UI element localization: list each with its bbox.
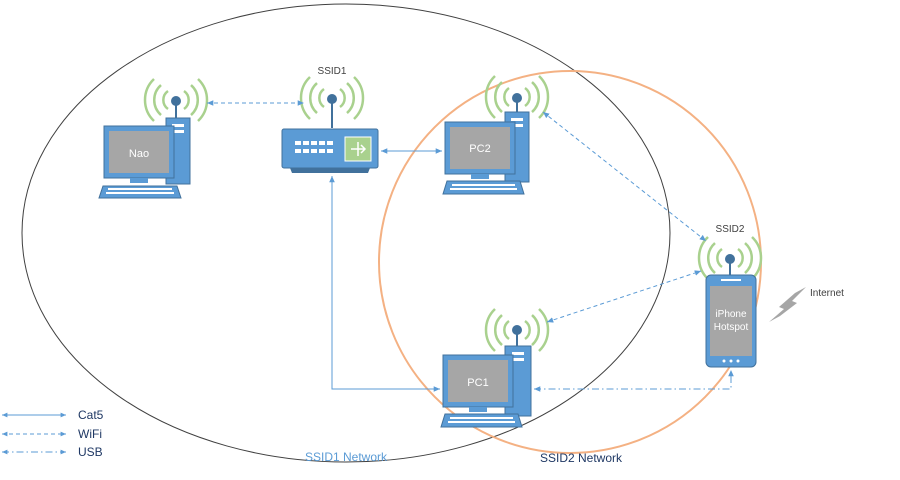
legend: Cat5 WiFi USB bbox=[2, 408, 104, 459]
wifi-link-pc2-iphone bbox=[542, 111, 707, 242]
iphone-label-line1: iPhone bbox=[715, 309, 747, 320]
pc1-label: PC1 bbox=[467, 377, 488, 389]
pc2-label: PC2 bbox=[469, 143, 490, 155]
nao-computer: Nao bbox=[98, 78, 209, 199]
wifi-icon bbox=[143, 78, 209, 122]
nao-label: Nao bbox=[129, 148, 149, 160]
nao-screen bbox=[109, 131, 169, 173]
wifi-icon bbox=[484, 75, 550, 119]
cat5-link-router-pc1 bbox=[329, 176, 440, 392]
internet-label: Internet bbox=[810, 288, 844, 299]
usb-link-pc1-iphone bbox=[534, 370, 734, 392]
ssid2-label: SSID2 bbox=[716, 224, 745, 235]
wifi-icon bbox=[484, 308, 550, 352]
wifi-icon bbox=[697, 236, 763, 280]
iphone-hotspot: SSID2 iPhone Hotspot bbox=[697, 224, 763, 368]
pc1-screen bbox=[448, 360, 508, 402]
legend-usb-label: USB bbox=[78, 445, 103, 459]
wifi-link-pc1-iphone bbox=[546, 270, 702, 323]
ssid1-network-label: SSID1 Network bbox=[305, 450, 388, 464]
router-ssid1: SSID1 bbox=[281, 66, 379, 173]
pc1-computer: PC1 bbox=[440, 308, 550, 428]
ssid1-label: SSID1 bbox=[318, 66, 347, 77]
pc2-computer: PC2 bbox=[442, 75, 550, 195]
ssid2-network-label: SSID2 Network bbox=[540, 451, 623, 465]
ssid2-network-circle bbox=[378, 70, 762, 454]
iphone-label-line2: Hotspot bbox=[714, 322, 749, 333]
wifi-icon bbox=[299, 76, 365, 120]
pc2-screen bbox=[450, 127, 510, 169]
legend-wifi-label: WiFi bbox=[78, 427, 102, 441]
iphone-screen bbox=[710, 286, 752, 356]
legend-cat5-label: Cat5 bbox=[78, 408, 104, 422]
internet-lightning-icon bbox=[769, 287, 806, 322]
